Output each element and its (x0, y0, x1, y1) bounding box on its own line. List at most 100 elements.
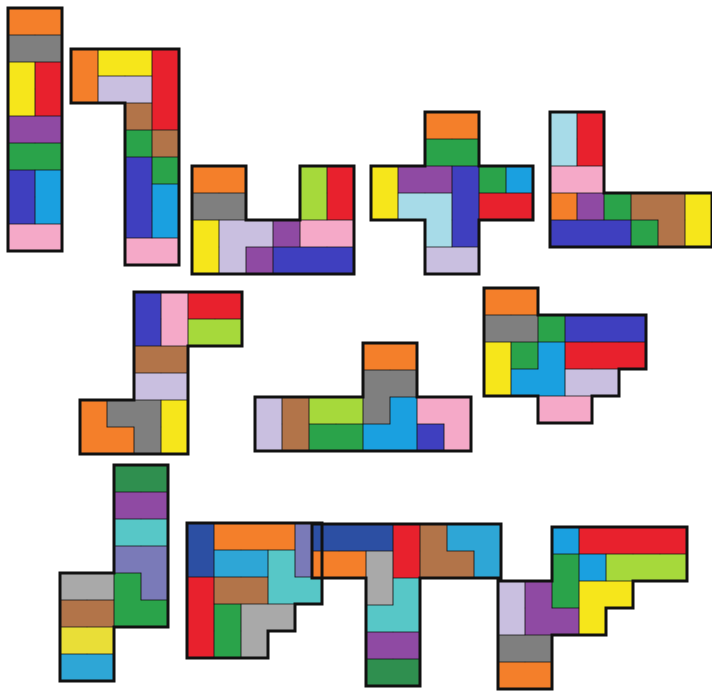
piece-cell-lime (336, 397, 363, 424)
piece-cell-red (479, 193, 506, 220)
piece-cell-orange (363, 343, 390, 370)
piece-cell-darkgreen (114, 465, 141, 492)
piece-cell-gray (525, 635, 552, 662)
piece-cell-yellow (161, 427, 188, 454)
piece-cell-cyan (87, 654, 114, 681)
piece-cell-blue (592, 315, 619, 342)
piece-cell-lavender (565, 369, 592, 396)
piece-cell-pink (444, 397, 471, 424)
piece-cell-green (631, 220, 658, 247)
piece-cell-lightblue (550, 139, 577, 166)
piece-cell-orange (312, 551, 339, 578)
piece-cell-blue (550, 220, 577, 247)
piece-cell-gray (134, 427, 161, 454)
piece-cell-purple (577, 193, 604, 220)
piece-cell-red (506, 193, 533, 220)
piece-cell-lavender (425, 247, 452, 274)
piece-cell-orange (339, 551, 366, 578)
piece-cell-cyan (60, 654, 87, 681)
piece-cell-blue (273, 247, 300, 274)
piece-cell-red (35, 62, 62, 89)
piece-cell-sky (390, 397, 417, 424)
piece-cell-teal (393, 578, 420, 605)
piece-cell-purple (552, 608, 579, 635)
piece-cell-silver (87, 573, 114, 600)
piece-cell-orange (71, 76, 98, 103)
piece-cell-yellow (606, 581, 633, 608)
piece-cell-yellow (371, 193, 398, 220)
piece-cell-brown (420, 524, 447, 551)
piece-cell-lavender (219, 220, 246, 247)
piece-cell-orange (390, 343, 417, 370)
piece-cell-lime (633, 554, 660, 581)
piece-cell-cyan (474, 551, 501, 578)
piece-cell-sky (152, 211, 179, 238)
piece-cell-orange (107, 427, 134, 454)
piece-cell-lavender (219, 247, 246, 274)
piece-cell-brown (447, 551, 474, 578)
piece-cell-pink (35, 224, 62, 251)
piece-cell-gray (498, 635, 525, 662)
puzzle-step (498, 527, 687, 689)
piece-cell-red (633, 527, 660, 554)
piece-cell-orange (214, 523, 241, 550)
piece-cell-sky (35, 197, 62, 224)
piece-cell-blue (8, 197, 35, 224)
piece-cell-teal (268, 550, 295, 577)
piece-cell-brown (214, 577, 241, 604)
piece-cell-pink (444, 424, 471, 451)
piece-cell-red (187, 604, 214, 631)
piece-cell-orange (192, 166, 219, 193)
piece-cell-lightblue (425, 193, 452, 220)
piece-cell-lavender (125, 76, 152, 103)
piece-cell-lavender (498, 581, 525, 608)
piece-cell-pink (565, 396, 592, 423)
piece-cell-brown (631, 193, 658, 220)
piece-cell-sky (511, 369, 538, 396)
piece-cell-teal (268, 577, 295, 604)
piece-cell-teal (114, 519, 141, 546)
piece-cell-cyan (474, 524, 501, 551)
piece-cell-sky (538, 342, 565, 369)
piece-cell-pink (327, 220, 354, 247)
piece-cell-yellow (125, 49, 152, 76)
piece-cell-red (152, 49, 179, 76)
piece-cell-silver (268, 604, 295, 631)
piece-cell-silver (241, 604, 268, 631)
piece-cell-slate (141, 573, 168, 600)
piece-cell-brown (152, 130, 179, 157)
piece-cell-orange (452, 112, 479, 139)
piece-cell-lime (660, 554, 687, 581)
piece-cell-red (577, 139, 604, 166)
piece-cell-red (619, 342, 646, 369)
piece-cell-yellow (161, 400, 188, 427)
piece-cell-red (579, 527, 606, 554)
piece-cell-purple (398, 166, 425, 193)
piece-cell-sky (506, 166, 533, 193)
piece-cell-yellow (192, 247, 219, 274)
piece-cell-red (327, 193, 354, 220)
piece-cell-red (187, 631, 214, 658)
piece-cell-red (393, 524, 420, 551)
piece-cell-yellow (98, 49, 125, 76)
piece-cell-green (552, 581, 579, 608)
piece-cell-blue (604, 220, 631, 247)
piece-cell-red (660, 527, 687, 554)
piece-cell-green (552, 554, 579, 581)
piece-cell-mustard (60, 627, 87, 654)
piece-cell-green (336, 424, 363, 451)
piece-cell-pink (161, 292, 188, 319)
piece-cell-purple (273, 220, 300, 247)
piece-cell-gray (511, 315, 538, 342)
piece-cell-red (577, 112, 604, 139)
piece-cell-darkgreen (141, 465, 168, 492)
piece-cell-green (214, 631, 241, 658)
piece-cell-purple (393, 632, 420, 659)
piece-cell-sky (390, 424, 417, 451)
piece-cell-red (152, 103, 179, 130)
piece-cell-red (327, 166, 354, 193)
piece-cell-silver (366, 578, 393, 605)
piece-cell-orange (484, 288, 511, 315)
piece-cell-gray (192, 193, 219, 220)
